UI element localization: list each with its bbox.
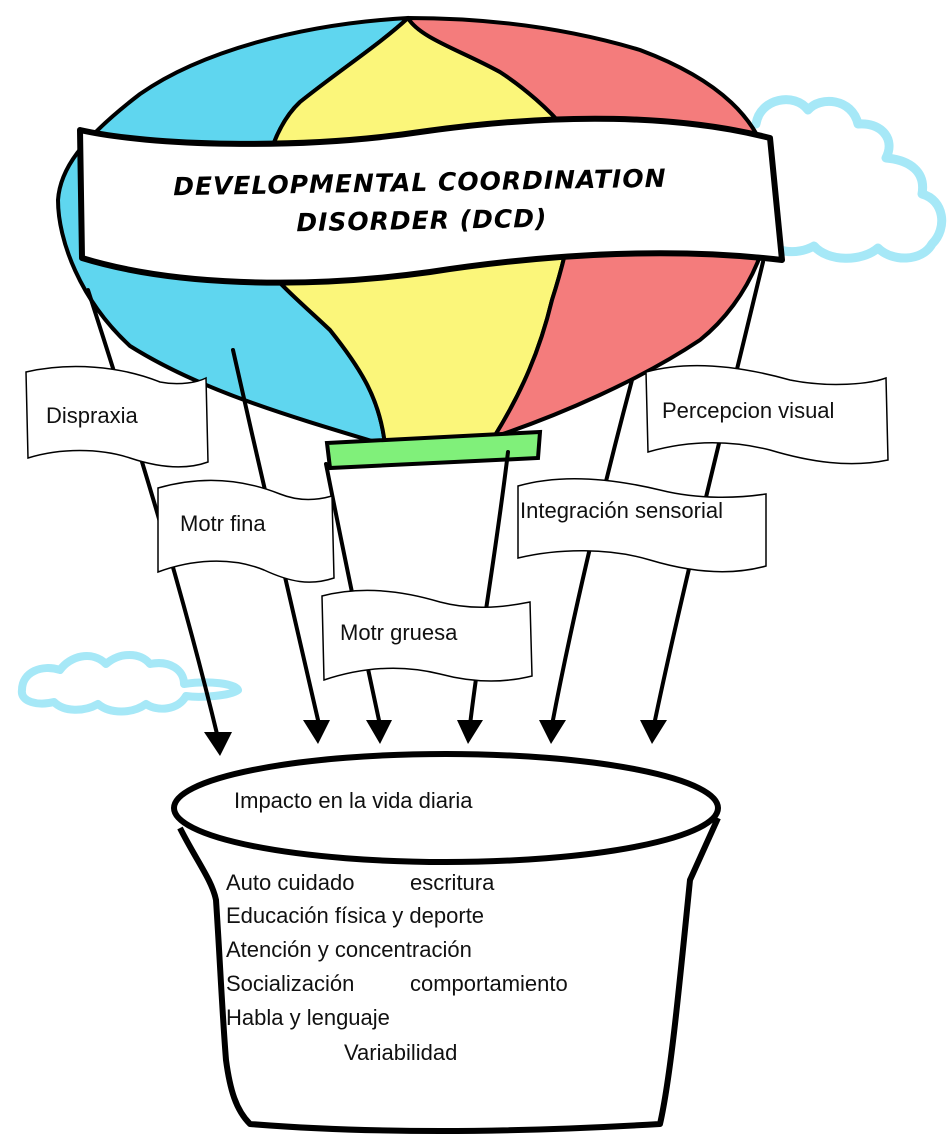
arrow-down-icon-6	[640, 720, 667, 744]
rope-5	[550, 378, 634, 727]
title-banner: DEVELOPMENTAL COORDINATION DISORDER (DCD…	[77, 115, 785, 286]
basket-line-variabilidad: Variabilidad	[344, 1040, 457, 1065]
flag-motr-fina: Motr fina	[157, 479, 335, 583]
flag-dispraxia-label: Dispraxia	[46, 403, 138, 428]
basket-rim	[171, 751, 721, 865]
cloud-icon-right	[751, 95, 947, 263]
flag-motr-fina-label: Motr fina	[180, 511, 266, 536]
arrow-down-icon-3	[366, 720, 392, 744]
basket: Impacto en la vida diaria Auto cuidado e…	[171, 751, 721, 1134]
arrowheads	[204, 720, 667, 756]
flag-integracion-sensorial: Integración sensorial	[517, 478, 767, 573]
basket-line-socializacion: Socialización	[226, 971, 354, 996]
basket-line-auto-cuidado: Auto cuidado	[226, 870, 354, 895]
arrow-down-icon-1	[204, 732, 232, 756]
basket-line-habla: Habla y lenguaje	[226, 1005, 390, 1030]
cloud-icon-left	[17, 651, 242, 716]
flag-dispraxia: Dispraxia	[25, 365, 209, 468]
rope-4	[468, 450, 510, 727]
rope-1	[86, 288, 220, 740]
basket-line-atencion: Atención y concentración	[226, 937, 472, 962]
banner-title-line2: DISORDER (DCD)	[296, 204, 548, 237]
flag-motr-gruesa: Motr gruesa	[321, 589, 533, 682]
arrow-down-icon-2	[303, 720, 330, 744]
flag-percepcion-visual-label: Percepcion visual	[662, 398, 834, 423]
basket-body	[177, 816, 721, 1134]
basket-line-escritura: escritura	[410, 870, 495, 895]
balloon-neck	[324, 429, 543, 471]
basket-rim-label: Impacto en la vida diaria	[234, 788, 473, 813]
flag-percepcion-visual: Percepcion visual	[645, 364, 889, 465]
arrow-down-icon-5	[539, 720, 566, 744]
flag-motr-gruesa-label: Motr gruesa	[340, 620, 458, 645]
basket-line-comportamiento: comportamiento	[410, 971, 568, 996]
basket-line-educacion-fisica: Educación física y deporte	[226, 903, 484, 928]
arrow-down-icon-4	[457, 720, 483, 744]
flag-integracion-sensorial-label: Integración sensorial	[520, 498, 723, 523]
